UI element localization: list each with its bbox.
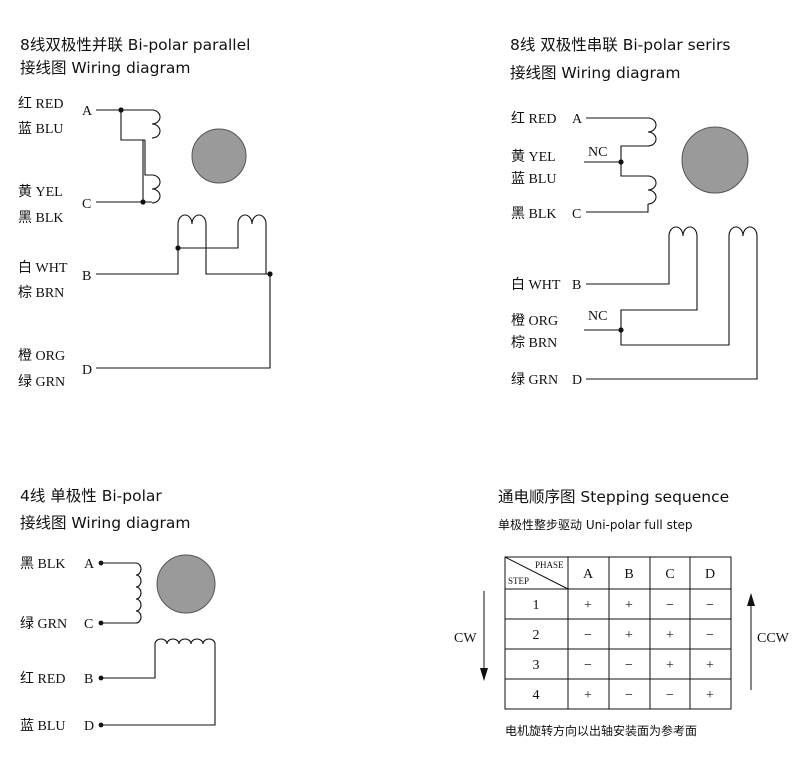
wiring: [98, 560, 216, 728]
terminal-label: C: [572, 207, 581, 222]
table-cell: −: [666, 688, 674, 703]
table-cell: +: [584, 688, 592, 703]
nc-label: NC: [588, 145, 607, 160]
sequence-table: PHASE STEP A B C D 1 + + − − 2 − + + − 3…: [504, 556, 732, 710]
terminal-label: D: [82, 363, 92, 378]
wire-label: 绿 GRN: [20, 616, 67, 632]
terminal-label: A: [572, 112, 583, 127]
terminal-label: D: [84, 719, 94, 734]
ccw-arrow-icon: [747, 593, 755, 690]
wire-label: 白 WHT: [511, 277, 561, 293]
step-number: 2: [533, 628, 540, 643]
wire-label: 绿 GRN: [511, 372, 558, 388]
table-cell: +: [706, 688, 714, 703]
table-cell: −: [706, 628, 714, 643]
table-cell: +: [666, 628, 674, 643]
nc-label: NC: [588, 309, 607, 324]
cw-arrow-icon: [480, 591, 488, 681]
wire-label: 蓝 BLU: [20, 718, 66, 734]
table-cell: +: [706, 658, 714, 673]
sequence-title: 通电顺序图 Stepping sequence: [498, 488, 729, 506]
rotor-icon: [191, 128, 247, 184]
wire-label: 黑 BLK: [20, 557, 66, 572]
column-header: A: [583, 567, 594, 582]
table-cell: −: [625, 658, 633, 673]
terminal-label: B: [84, 672, 93, 687]
phase-header: PHASE: [535, 560, 564, 570]
column-header: C: [665, 567, 674, 582]
table-cell: +: [584, 598, 592, 613]
table-cell: −: [625, 688, 633, 703]
cw-label: CW: [454, 631, 477, 646]
wire-label: 绿 GRN: [18, 374, 65, 390]
diagram2-subtitle: 接线图 Wiring diagram: [510, 64, 680, 82]
wire-label: 棕 BRN: [18, 285, 64, 301]
terminal-label: A: [84, 557, 95, 572]
diagram-4-wire: 4线 单极性 Bi-polar 接线图 Wiring diagram 黑 BLK…: [20, 487, 216, 734]
wire-label: 红 RED: [20, 671, 66, 687]
wire-label: 蓝 BLU: [18, 121, 64, 137]
rotor-icon: [681, 126, 749, 194]
wire-label: 黑 BLK: [511, 207, 557, 222]
wire-label: 橙 ORG: [18, 348, 65, 364]
wire-label: 棕 BRN: [511, 335, 557, 351]
step-header: STEP: [508, 576, 529, 586]
diagram3-subtitle: 接线图 Wiring diagram: [20, 514, 190, 532]
wire-label: 红 RED: [18, 96, 64, 112]
rotor-icon: [156, 554, 216, 614]
sequence-note: 电机旋转方向以出轴安装面为参考面: [505, 723, 697, 738]
ccw-label: CCW: [757, 631, 790, 646]
step-number: 3: [533, 658, 540, 673]
sequence-subtitle: 单极性整步驱动 Uni-polar full step: [498, 517, 693, 532]
wiring: [96, 107, 273, 369]
wire-label: 黑 BLK: [18, 211, 64, 226]
wiring: [584, 117, 758, 380]
terminal-label: B: [572, 278, 581, 293]
column-header: D: [705, 567, 715, 582]
stepping-sequence: 通电顺序图 Stepping sequence 单极性整步驱动 Uni-pola…: [454, 488, 790, 738]
terminal-label: C: [82, 197, 91, 212]
terminal-label: C: [84, 617, 93, 632]
terminal-label: B: [82, 269, 91, 284]
step-number: 1: [533, 598, 540, 613]
table-cell: +: [625, 598, 633, 613]
diagram1-subtitle: 接线图 Wiring diagram: [20, 59, 190, 77]
wire-label: 橙 ORG: [511, 313, 558, 329]
wire-label: 白 WHT: [18, 260, 68, 276]
table-cell: −: [584, 658, 592, 673]
wire-label: 黄 YEL: [18, 183, 63, 200]
terminal-label: A: [82, 104, 93, 119]
terminal-label: D: [572, 373, 582, 388]
diagram2-title: 8线 双极性串联 Bi-polar serirs: [510, 36, 730, 54]
wire-label: 红 RED: [511, 111, 557, 127]
diagram3-title: 4线 单极性 Bi-polar: [20, 487, 162, 505]
diagram-bipolar-series: 8线 双极性串联 Bi-polar serirs 接线图 Wiring diag…: [510, 36, 758, 388]
table-cell: −: [666, 598, 674, 613]
wire-label: 黄 YEL: [511, 148, 556, 165]
table-cell: +: [625, 628, 633, 643]
diagram1-title: 8线双极性并联 Bi-polar parallel: [20, 36, 250, 54]
table-cell: +: [666, 658, 674, 673]
table-cell: −: [706, 598, 714, 613]
table-cell: −: [584, 628, 592, 643]
diagram-bipolar-parallel: 8线双极性并联 Bi-polar parallel 接线图 Wiring dia…: [18, 36, 273, 390]
column-header: B: [624, 567, 633, 582]
step-number: 4: [533, 688, 540, 703]
wire-label: 蓝 BLU: [511, 171, 557, 187]
